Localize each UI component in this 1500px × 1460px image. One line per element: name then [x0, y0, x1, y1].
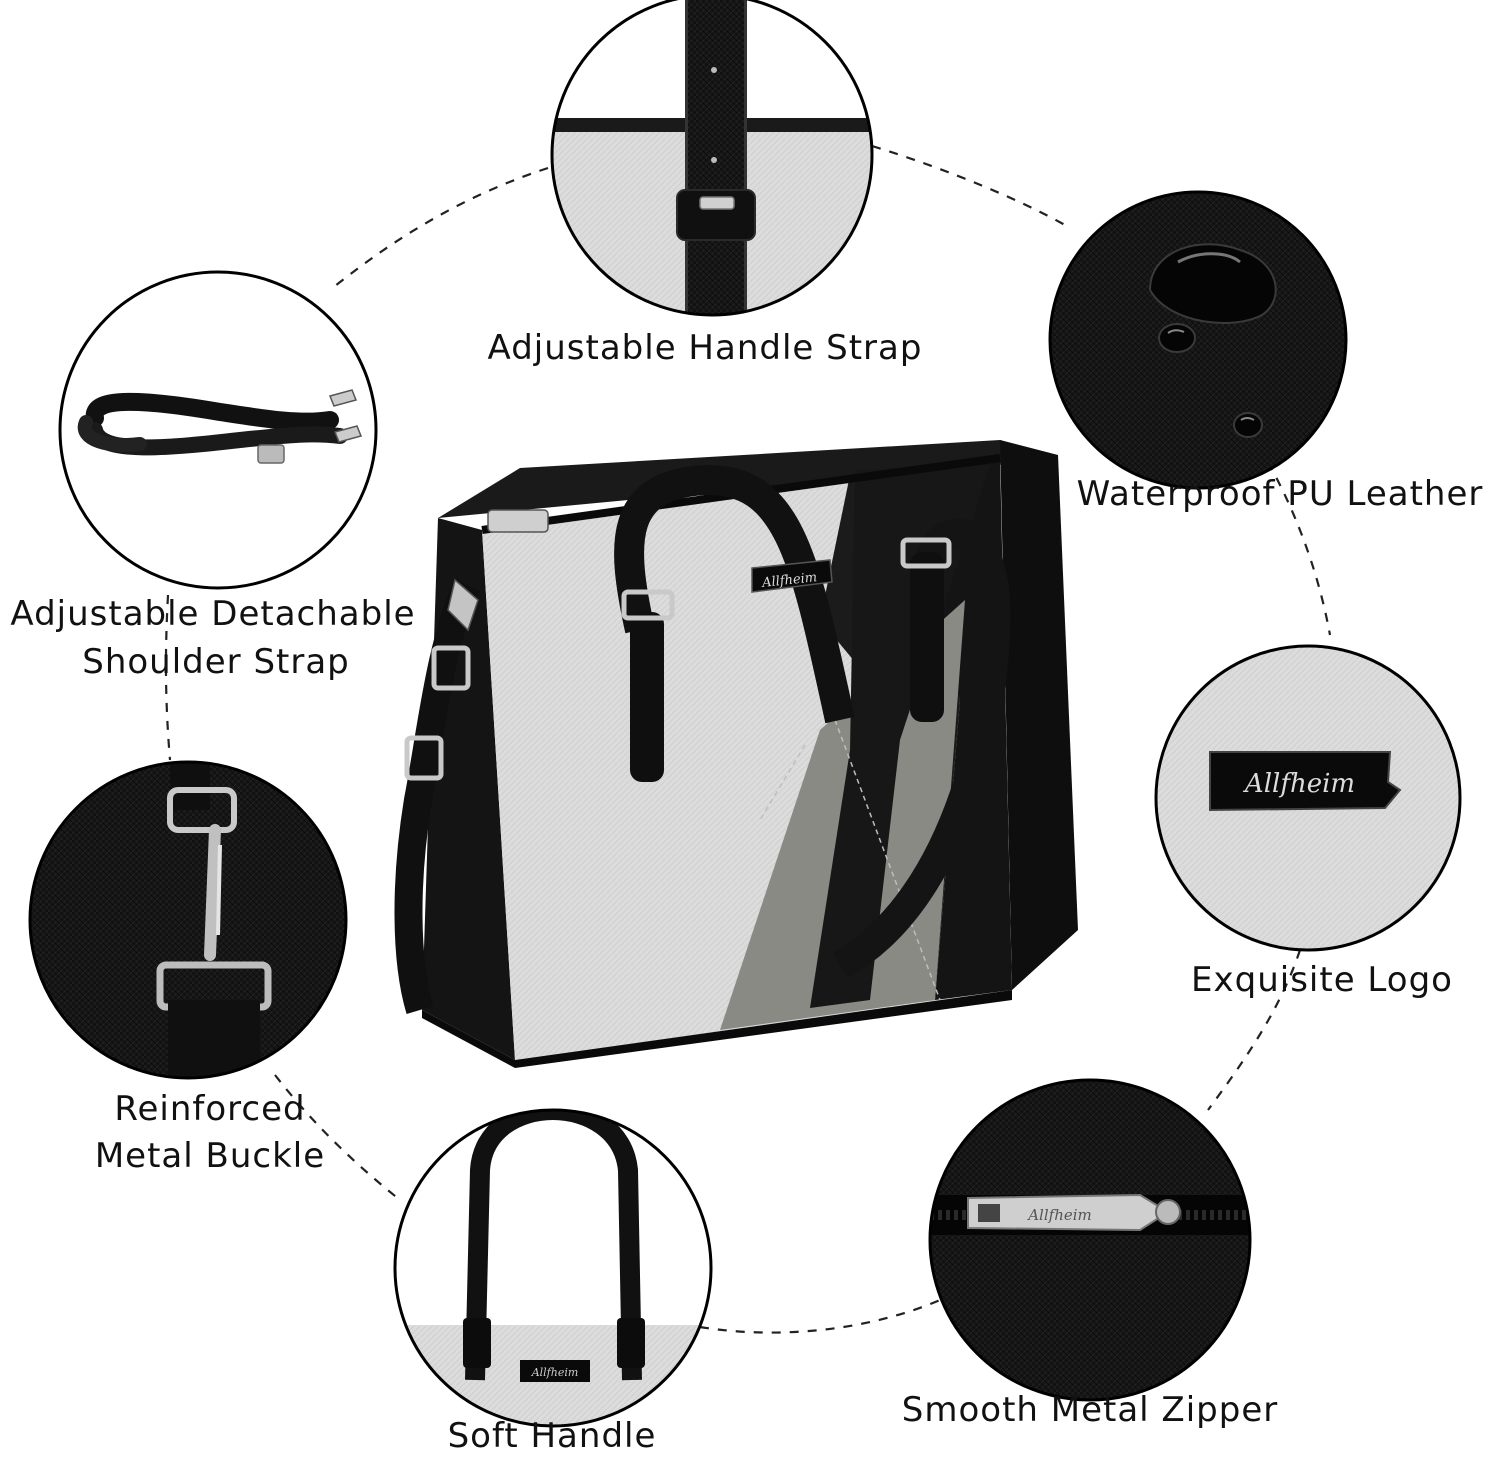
- label-shoulder-strap-line2: Shoulder Strap: [82, 642, 350, 682]
- label-buckle-line1: Reinforced: [114, 1089, 306, 1129]
- label-soft-handle: Soft Handle: [447, 1416, 657, 1456]
- label-shoulder-strap-line1: Adjustable Detachable: [10, 594, 416, 634]
- svg-text:Allfheim: Allfheim: [760, 570, 817, 591]
- shoulder-strap-closeup: [58, 270, 378, 590]
- soft-handle-closeup: Allfheim: [393, 1108, 713, 1428]
- zipper-closeup: Allfheim: [928, 1078, 1252, 1402]
- label-exquisite-logo: Exquisite Logo: [1191, 960, 1453, 1000]
- handle-strap-closeup: [550, 0, 874, 317]
- water-drop-closeup: [1048, 190, 1348, 490]
- dashed-connector-ring: [164, 144, 1332, 1334]
- label-buckle-line2: Metal Buckle: [94, 1136, 326, 1176]
- label-waterproof-pu-leather: Waterproof PU Leather: [1076, 474, 1484, 514]
- svg-text:Allfheim: Allfheim: [1026, 1206, 1092, 1224]
- logo-plate-closeup: Allfheim: [1154, 644, 1462, 952]
- label-smooth-metal-zipper: Smooth Metal Zipper: [901, 1390, 1279, 1430]
- svg-text:Allfheim: Allfheim: [531, 1366, 579, 1379]
- svg-text:Allfheim: Allfheim: [1243, 769, 1355, 799]
- label-adjustable-handle-strap: Adjustable Handle Strap: [487, 328, 923, 368]
- metal-buckle-closeup: [28, 760, 348, 1080]
- tote-bag-main: Allfheim: [394, 440, 1078, 1068]
